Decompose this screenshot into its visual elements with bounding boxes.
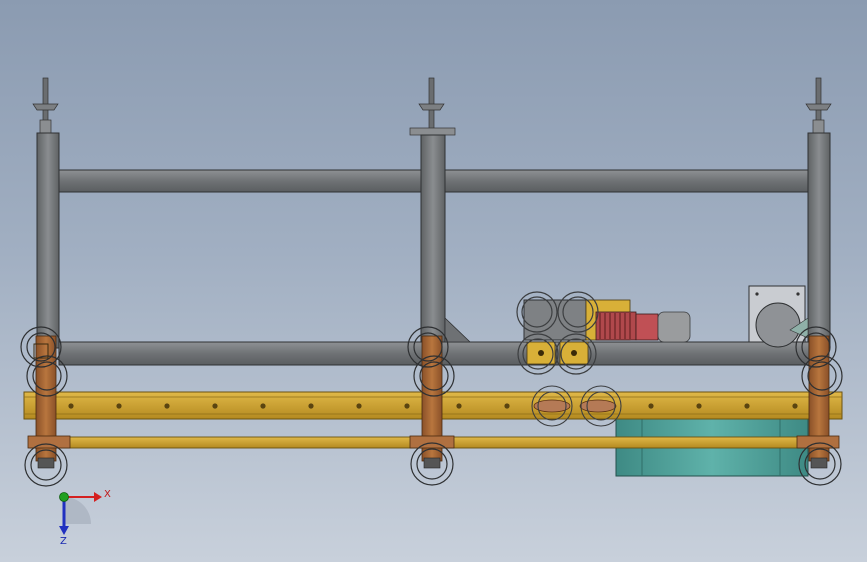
drive-wheel-rings [516,291,599,375]
hanger-rod-right[interactable] [805,77,832,135]
post-right[interactable] [807,132,831,349]
motor-cooling-fins [599,313,631,339]
end-plate-assembly[interactable] [748,285,809,348]
post-left[interactable] [36,132,60,349]
drive-motor-assembly[interactable] [516,291,691,375]
trolley-middle[interactable] [407,326,455,486]
post-middle[interactable] [420,134,446,349]
rail-drive-rollers [531,385,622,427]
y-axis-dot-icon [59,492,69,502]
motor-end-cap [657,311,691,343]
trolley-right[interactable] [795,326,843,486]
hanger-rod-left[interactable] [32,77,59,135]
z-axis-label: Z [60,536,67,547]
axis-triad: X Z [59,489,111,547]
hanger-rod-middle[interactable] [409,77,456,136]
rail-bolt-holes [68,403,798,409]
x-axis-arrow-icon [64,492,102,502]
triad-shadow [64,497,91,524]
trolley-left[interactable] [20,326,71,487]
top-beam-right[interactable] [444,169,809,193]
x-axis-label: X [104,489,111,500]
top-beam-left[interactable] [58,169,422,193]
motor-body [635,313,659,341]
end-plate-disc [755,302,801,348]
gusset-plate [444,317,471,343]
